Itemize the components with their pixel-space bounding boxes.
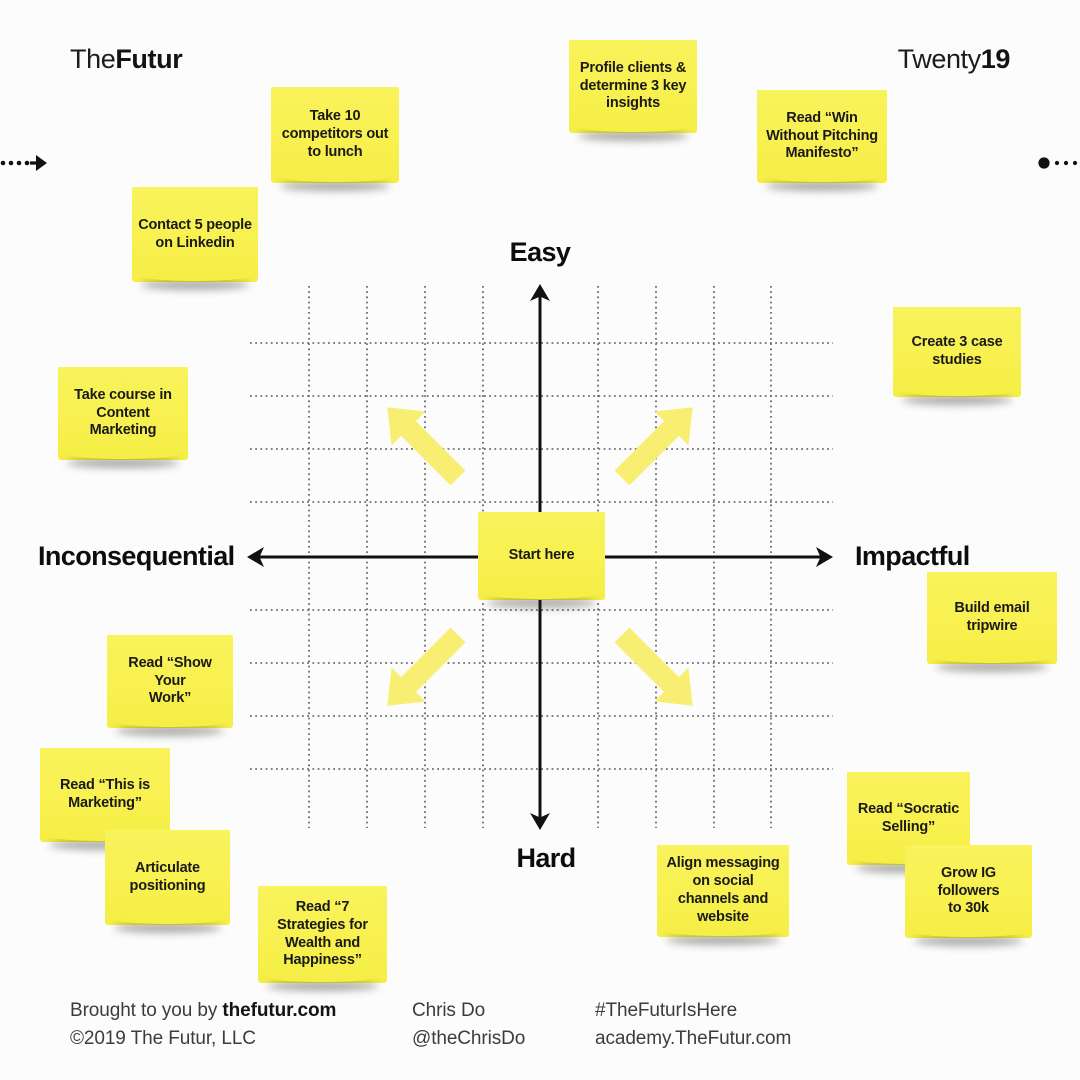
- diagonal-arrows: [387, 407, 693, 706]
- arrow-down-right-icon: [614, 627, 693, 706]
- sticky-note-win-without-pitching: Read “Win Without Pitching Manifesto”: [757, 90, 887, 183]
- sticky-note-email-tripwire: Build email tripwire: [927, 572, 1057, 664]
- footer-hashtag: #TheFuturIsHere: [595, 1000, 738, 1021]
- sticky-note-align-messaging: Align messaging on social channels and w…: [657, 845, 789, 937]
- sticky-note-content-marketing-course: Take course in Content Marketing: [58, 367, 188, 460]
- axis-label-easy: Easy: [509, 237, 571, 267]
- footer-author-name: Chris Do: [412, 1000, 486, 1021]
- axis-label-hard: Hard: [516, 843, 576, 873]
- sticky-note-take-10-competitors: Take 10 competitors out to lunch: [271, 87, 399, 183]
- sticky-note-7-strategies: Read “7 Strategies for Wealth and Happin…: [258, 886, 387, 983]
- footer-academy-link: academy.TheFutur.com: [595, 1028, 792, 1049]
- footer-author-handle: @theChrisDo: [412, 1028, 526, 1049]
- sticky-note-contact-5-people: Contact 5 people on Linkedin: [132, 187, 258, 282]
- brand-logo: TheFutur: [70, 44, 183, 75]
- left-dotted-arrow-icon: [0, 155, 47, 171]
- sticky-note-create-case-studies: Create 3 case studies: [893, 307, 1021, 397]
- footer-credit-author: Chris Do @theChrisDo: [412, 997, 525, 1053]
- sticky-note-this-is-marketing: Read “This is Marketing”: [40, 748, 170, 842]
- year-mark: Twenty19: [897, 44, 1011, 75]
- footer-copyright: ©2019 The Futur, LLC: [70, 1028, 256, 1049]
- footer-credit-brand: Brought to you by thefutur.com ©2019 The…: [70, 997, 336, 1053]
- axis-label-inconsequential: Inconsequential: [38, 541, 235, 571]
- axis-label-impactful: Impactful: [855, 541, 970, 571]
- arrow-up-left-icon: [387, 407, 466, 486]
- footer-brought-line: Brought to you by thefutur.com: [70, 1000, 337, 1021]
- right-dots-icon: [1038, 157, 1078, 169]
- sticky-note-show-your-work: Read “Show Your Work”: [107, 635, 233, 728]
- axis-arrowheads: [247, 284, 833, 830]
- arrow-up-right-icon: [614, 407, 693, 486]
- sticky-note-profile-clients: Profile clients & determine 3 key insigh…: [569, 40, 697, 133]
- sticky-note-start-here: Start here: [478, 512, 605, 600]
- footer-credit-links: #TheFuturIsHere academy.TheFutur.com: [595, 997, 791, 1053]
- year-mark-light: Twenty: [897, 44, 982, 74]
- footer-thefutur-link: thefutur.com: [222, 1000, 337, 1021]
- sticky-note-grow-ig-followers: Grow IG followers to 30k: [905, 845, 1032, 938]
- sticky-note-articulate-positioning: Articulate positioning: [105, 830, 230, 925]
- brand-logo-light: The: [70, 44, 116, 74]
- arrow-down-left-icon: [387, 627, 466, 706]
- year-mark-bold: 19: [980, 44, 1011, 74]
- brand-logo-bold: Futur: [115, 44, 183, 74]
